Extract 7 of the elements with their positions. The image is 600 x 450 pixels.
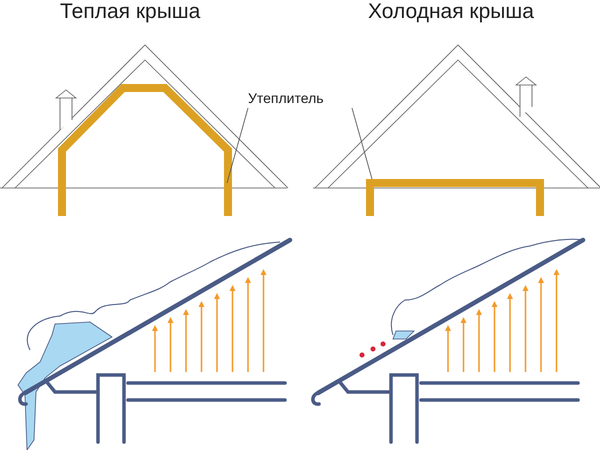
leader-line [226, 108, 248, 184]
insulation-layer [366, 179, 544, 216]
heading: Холодная крыша [368, 0, 534, 24]
insulation-layer [58, 84, 232, 216]
leader-line [352, 108, 372, 180]
heading: Теплая крыша [60, 0, 200, 24]
callout-label: Утеплитель [248, 90, 324, 106]
